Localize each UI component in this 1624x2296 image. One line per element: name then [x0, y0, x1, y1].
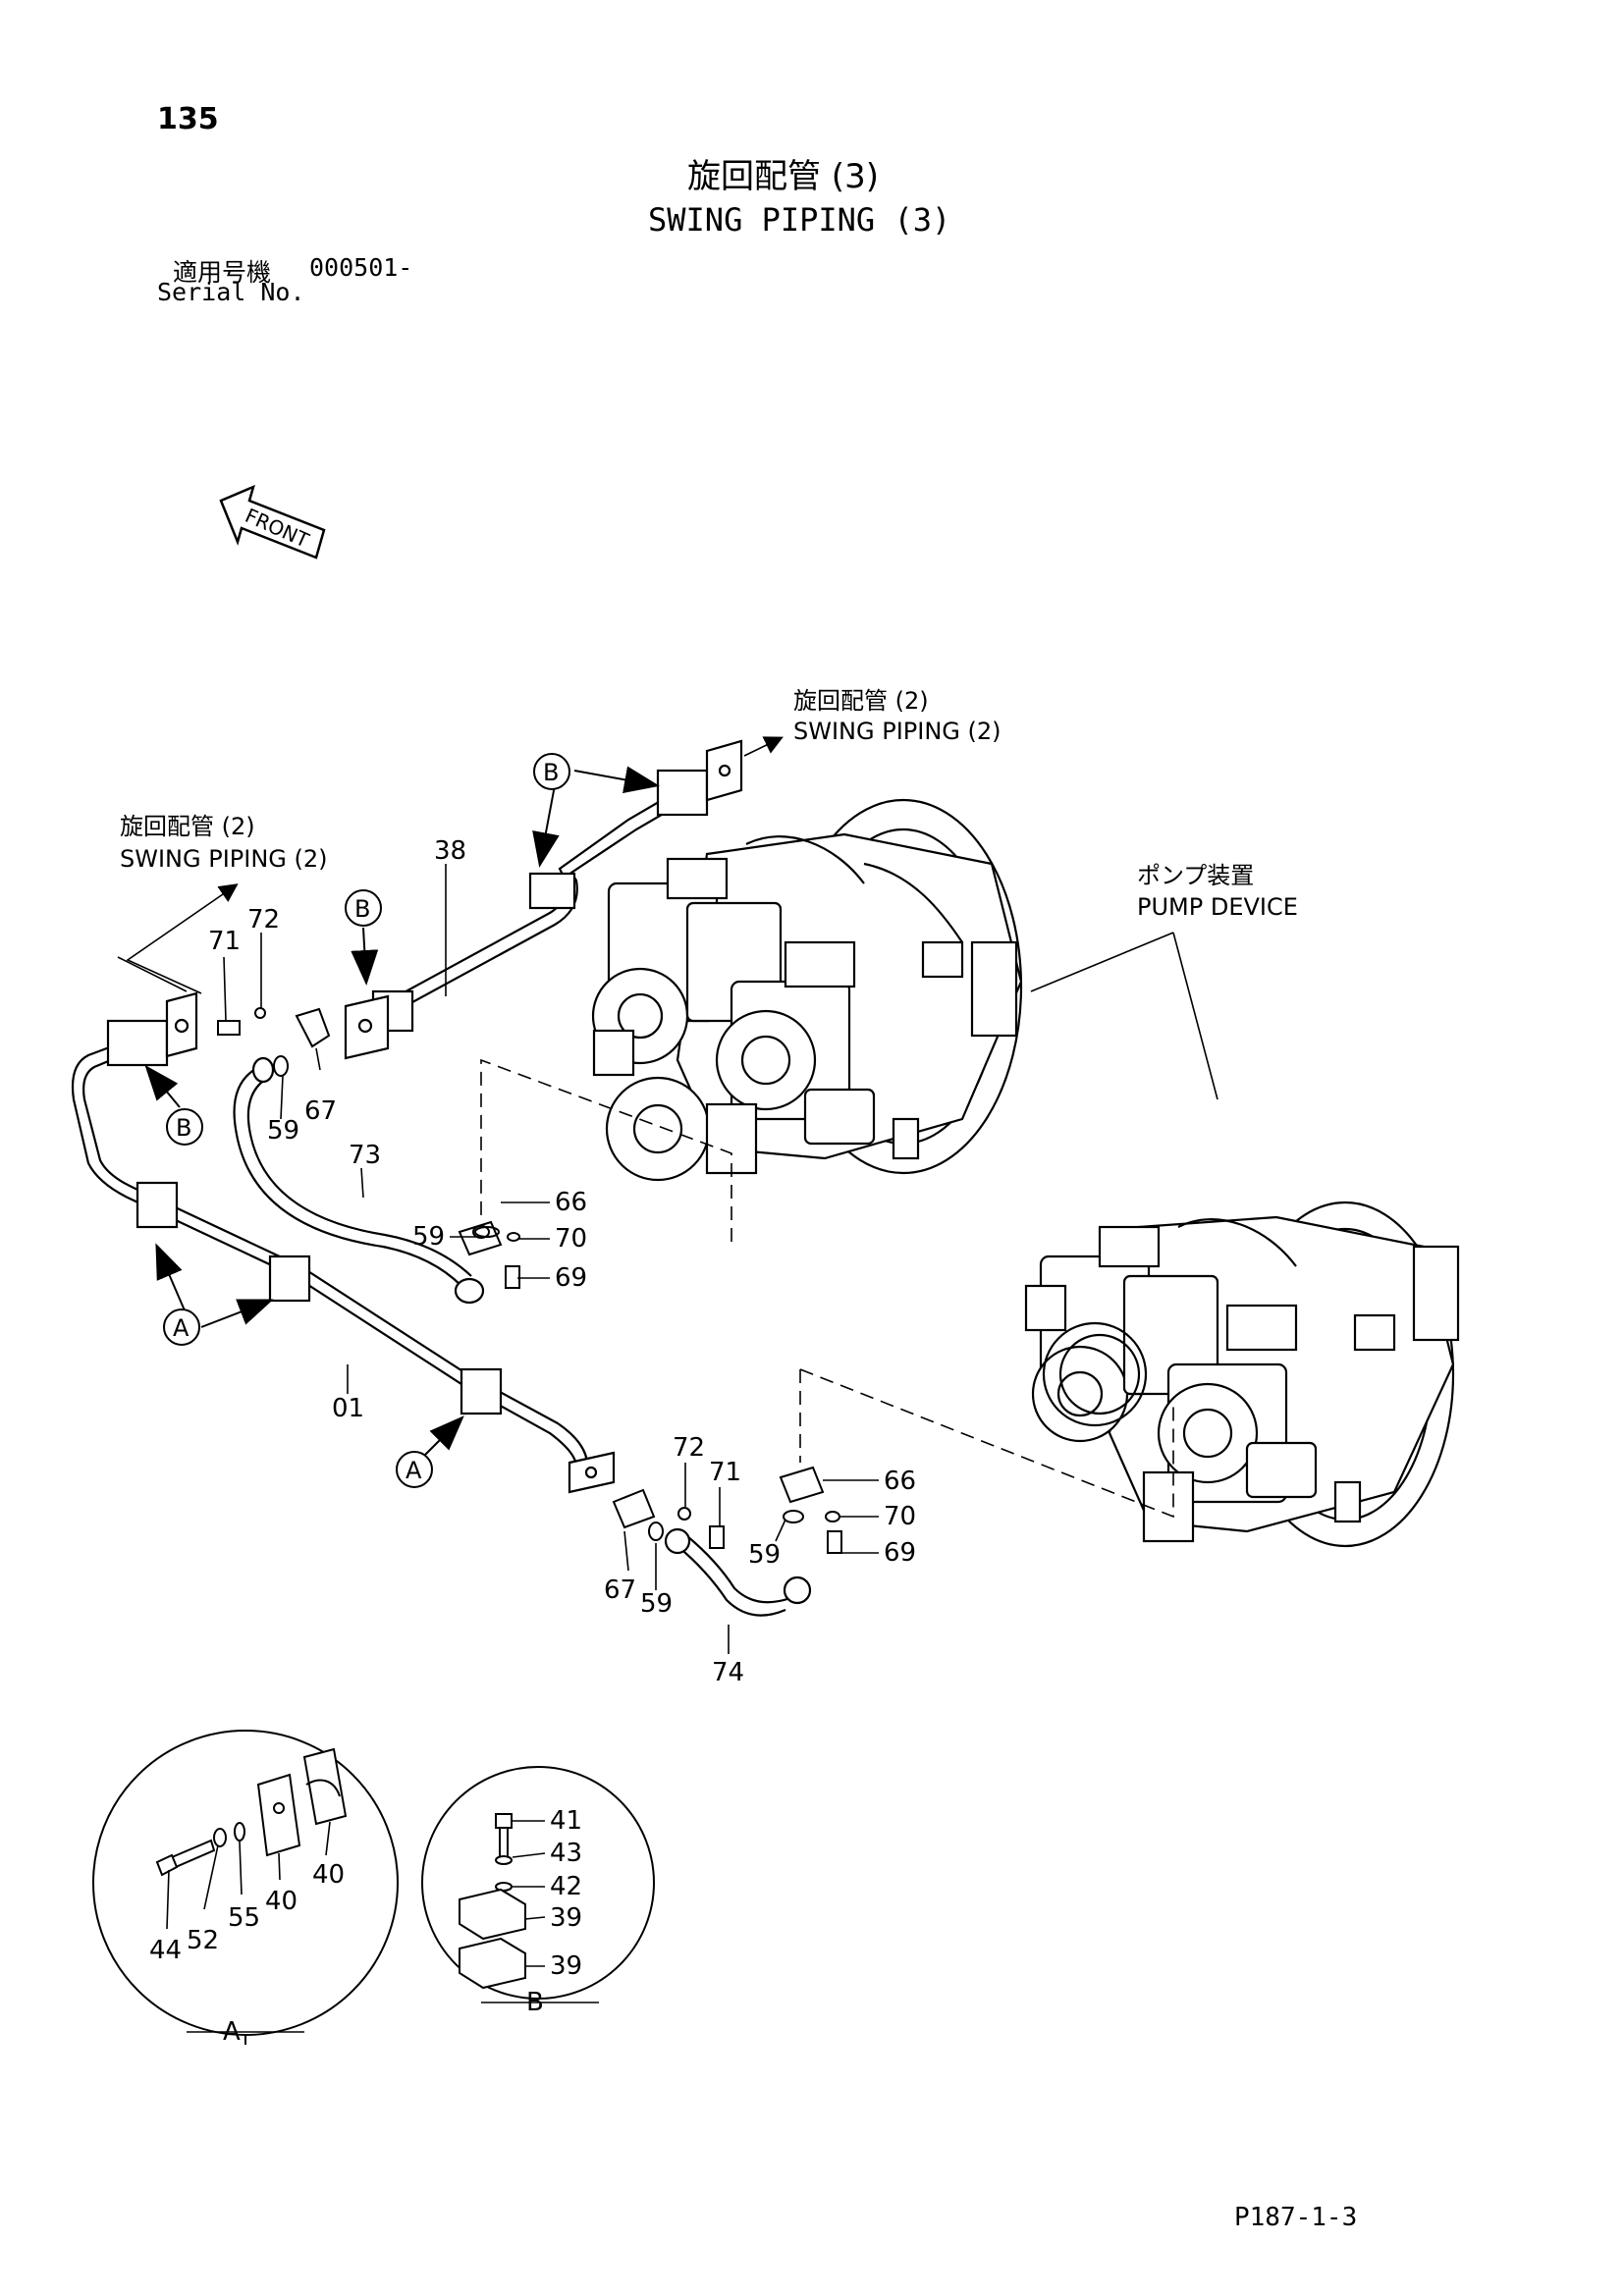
part-59-upper-a: 59 [267, 1116, 299, 1146]
callout-circles [163, 753, 570, 1488]
fittings [217, 1007, 842, 1554]
detail-a-part-40-right: 40 [312, 1860, 345, 1890]
callout-b-mid [345, 889, 382, 927]
callout-b-mid-label: B [354, 895, 370, 923]
part-67-upper: 67 [304, 1096, 337, 1126]
callout-a-left [163, 1308, 200, 1346]
part-59-lower-b: 59 [748, 1540, 781, 1570]
pipe-38 [344, 739, 743, 1060]
drawing-code: P187-1-3 [1234, 2203, 1358, 2232]
part-59-upper-b: 59 [412, 1222, 445, 1252]
part-59-lower-a: 59 [640, 1589, 673, 1619]
ref-swing-piping-2-en-top: SWING PIPING (2) [793, 718, 1001, 745]
part-72-lower: 72 [673, 1433, 705, 1463]
part-70-lower: 70 [884, 1502, 916, 1531]
part-72-upper: 72 [247, 905, 280, 934]
ref-swing-piping-2-en-left: SWING PIPING (2) [120, 845, 328, 873]
callout-b-left-label: B [176, 1114, 191, 1142]
detail-b-label: B [526, 1988, 544, 2017]
part-01: 01 [332, 1394, 364, 1423]
part-67-lower: 67 [604, 1575, 636, 1605]
callout-b-top [533, 753, 570, 790]
part-66-lower: 66 [884, 1467, 916, 1496]
callout-b-left [166, 1108, 203, 1146]
detail-a-part-40-left: 40 [265, 1887, 298, 1916]
detail-b-part-39-upper: 39 [550, 1903, 582, 1933]
ref-pump-device-en: PUMP DEVICE [1137, 893, 1298, 921]
ref-pump-device-jp: ポンプ装置 [1137, 862, 1254, 889]
hose-73 [233, 1056, 485, 1305]
part-69-lower: 69 [884, 1538, 916, 1568]
callout-a-lower-label: A [406, 1457, 422, 1484]
front-direction-arrow: FRONT [219, 484, 326, 560]
pipe-01 [71, 991, 616, 1494]
detail-a-label: A [223, 2017, 241, 2047]
part-71-upper: 71 [208, 927, 241, 956]
part-70-upper: 70 [555, 1224, 587, 1254]
ref-swing-piping-2-jp-left: 旋回配管 (2) [120, 813, 255, 840]
part-69-upper: 69 [555, 1263, 587, 1293]
part-73: 73 [349, 1141, 381, 1170]
title-japanese: 旋回配管 (3) [687, 157, 879, 196]
part-74: 74 [712, 1658, 744, 1687]
callout-letters: B B B A A [173, 759, 559, 1484]
page-number: 135 [157, 102, 219, 136]
pump-device-lower [1024, 1201, 1460, 1548]
detail-b: 41 43 42 39 39 B [421, 1766, 655, 2017]
callout-b-top-label: B [543, 759, 559, 786]
ref-swing-piping-2-jp-top: 旋回配管 (2) [793, 687, 929, 715]
part-66-upper: 66 [555, 1188, 587, 1217]
callout-a-lower [396, 1451, 433, 1488]
hose-74 [664, 1527, 812, 1617]
detail-a: 44 52 55 40 40 A [92, 1730, 399, 2047]
serial-number-value: 000501- [309, 253, 413, 282]
serial-label-japanese: 適用号機 [173, 258, 272, 287]
detail-a-part-44: 44 [149, 1936, 182, 1965]
part-71-lower: 71 [709, 1458, 741, 1487]
detail-b-part-39-lower: 39 [550, 1951, 582, 1981]
detail-b-part-42: 42 [550, 1872, 582, 1901]
detail-a-part-52: 52 [187, 1926, 219, 1955]
detail-b-part-43: 43 [550, 1839, 582, 1868]
title-english: SWING PIPING (3) [648, 201, 951, 239]
pump-device-upper [591, 798, 1023, 1182]
part-38: 38 [434, 836, 466, 866]
part-numbers: 38 71 72 59 67 73 66 59 70 69 01 72 71 6… [208, 836, 916, 1687]
serial-label-english: Serial No. [157, 278, 305, 306]
detail-b-part-41: 41 [550, 1806, 582, 1836]
detail-a-part-55: 55 [228, 1903, 260, 1933]
callout-a-left-label: A [173, 1314, 189, 1342]
reference-labels: 旋回配管 (2) SWING PIPING (2) 旋回配管 (2) SWING… [120, 687, 1298, 921]
leader-lines [117, 736, 1218, 1654]
